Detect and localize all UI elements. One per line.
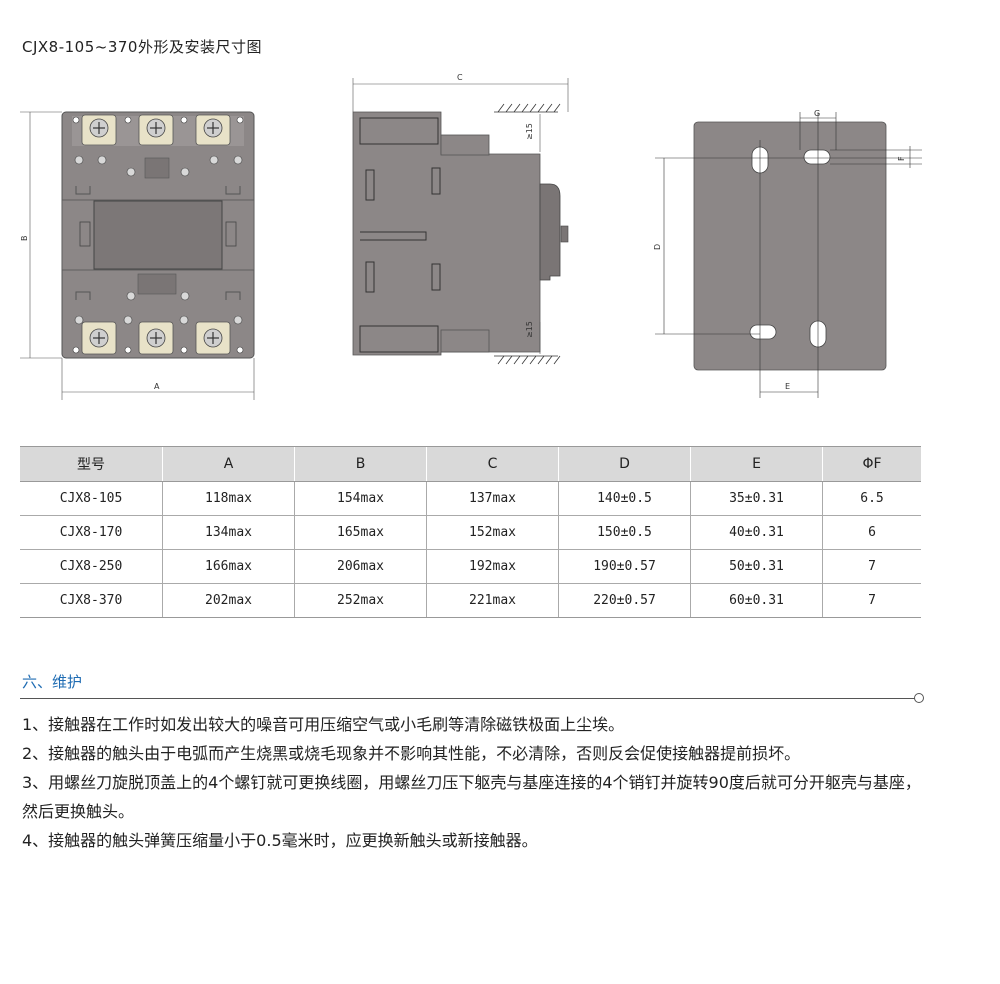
list-item: 3、用螺丝刀旋脱顶盖上的4个螺钉就可更换线圈，用螺丝刀压下躯壳与基座连接的4个销… xyxy=(22,773,921,821)
front-view: B A xyxy=(20,111,255,400)
table-header-cell: ΦF xyxy=(822,446,921,482)
table-cell: 35±0.31 xyxy=(690,481,823,516)
table-cell: 137max xyxy=(426,481,559,516)
table-cell: 140±0.5 xyxy=(558,481,691,516)
table-cell: 60±0.31 xyxy=(690,583,823,618)
table-cell: 40±0.31 xyxy=(690,515,823,550)
divider-end-icon xyxy=(914,693,924,703)
table-cell: 221max xyxy=(426,583,559,618)
maintenance-list: 1、接触器在工作时如发出较大的噪音可用压缩空气或小毛刷等清除磁铁极面上尘埃。 2… xyxy=(22,710,927,855)
table-cell: CJX8-170 xyxy=(20,515,163,550)
section-divider xyxy=(20,698,916,699)
table-cell: 118max xyxy=(162,481,295,516)
table-row: CJX8-370 202max 252max 221max 220±0.57 6… xyxy=(20,583,921,618)
table-header-cell: E xyxy=(690,446,823,482)
dim-e-label: E xyxy=(785,382,790,391)
table-row: CJX8-250 166max 206max 192max 190±0.57 5… xyxy=(20,549,921,584)
mounting-view: G D F E xyxy=(653,109,922,398)
table-cell: 150±0.5 xyxy=(558,515,691,550)
table-header-cell: A xyxy=(162,446,295,482)
table-header-row: 型号 A B C D E ΦF xyxy=(20,446,921,482)
dimension-drawing: B A xyxy=(20,73,922,400)
list-item: 4、接触器的触头弹簧压缩量小于0.5毫米时，应更换新触头或新接触器。 xyxy=(22,831,538,850)
list-item: 2、接触器的触头由于电弧而产生烧黑或烧毛现象并不影响其性能，不必清除，否则反会促… xyxy=(22,744,801,763)
dimension-table: 型号 A B C D E ΦF CJX8-105 118max 154max 1… xyxy=(20,446,921,618)
dim-a-label: A xyxy=(154,382,160,391)
table-cell: 6 xyxy=(822,515,921,550)
table-cell: 252max xyxy=(294,583,427,618)
table-cell: 220±0.57 xyxy=(558,583,691,618)
table-cell: 192max xyxy=(426,549,559,584)
dim-d-label: D xyxy=(653,244,662,250)
section-heading: 六、维护 xyxy=(22,673,83,691)
table-header-cell: C xyxy=(426,446,559,482)
table-header-cell: B xyxy=(294,446,427,482)
list-item: 1、接触器在工作时如发出较大的噪音可用压缩空气或小毛刷等清除磁铁极面上尘埃。 xyxy=(22,715,625,734)
table-cell: CJX8-370 xyxy=(20,583,163,618)
table-cell: 190±0.57 xyxy=(558,549,691,584)
table-cell: 6.5 xyxy=(822,481,921,516)
dim-c-label: C xyxy=(457,73,463,82)
table-cell: 165max xyxy=(294,515,427,550)
table-cell: 7 xyxy=(822,583,921,618)
table-cell: 134max xyxy=(162,515,295,550)
dim-gap-bottom-label: ≥15 xyxy=(525,321,534,338)
dim-b-label: B xyxy=(20,236,29,242)
dim-g-label: G xyxy=(814,109,820,118)
table-cell: 152max xyxy=(426,515,559,550)
table-header-cell: D xyxy=(558,446,691,482)
table-cell: CJX8-105 xyxy=(20,481,163,516)
table-cell: 202max xyxy=(162,583,295,618)
side-view: ≥15 ≥15 C xyxy=(352,73,569,365)
table-cell: CJX8-250 xyxy=(20,549,163,584)
table-cell: 206max xyxy=(294,549,427,584)
table-row: CJX8-170 134max 165max 152max 150±0.5 40… xyxy=(20,515,921,550)
page-title: CJX8-105~370外形及安装尺寸图 xyxy=(22,38,262,56)
table-cell: 154max xyxy=(294,481,427,516)
table-row: CJX8-105 118max 154max 137max 140±0.5 35… xyxy=(20,481,921,516)
dim-gap-top-label: ≥15 xyxy=(525,123,534,140)
dim-f-label: F xyxy=(897,156,906,161)
table-header-cell: 型号 xyxy=(20,446,163,482)
table-cell: 166max xyxy=(162,549,295,584)
table-cell: 7 xyxy=(822,549,921,584)
table-cell: 50±0.31 xyxy=(690,549,823,584)
